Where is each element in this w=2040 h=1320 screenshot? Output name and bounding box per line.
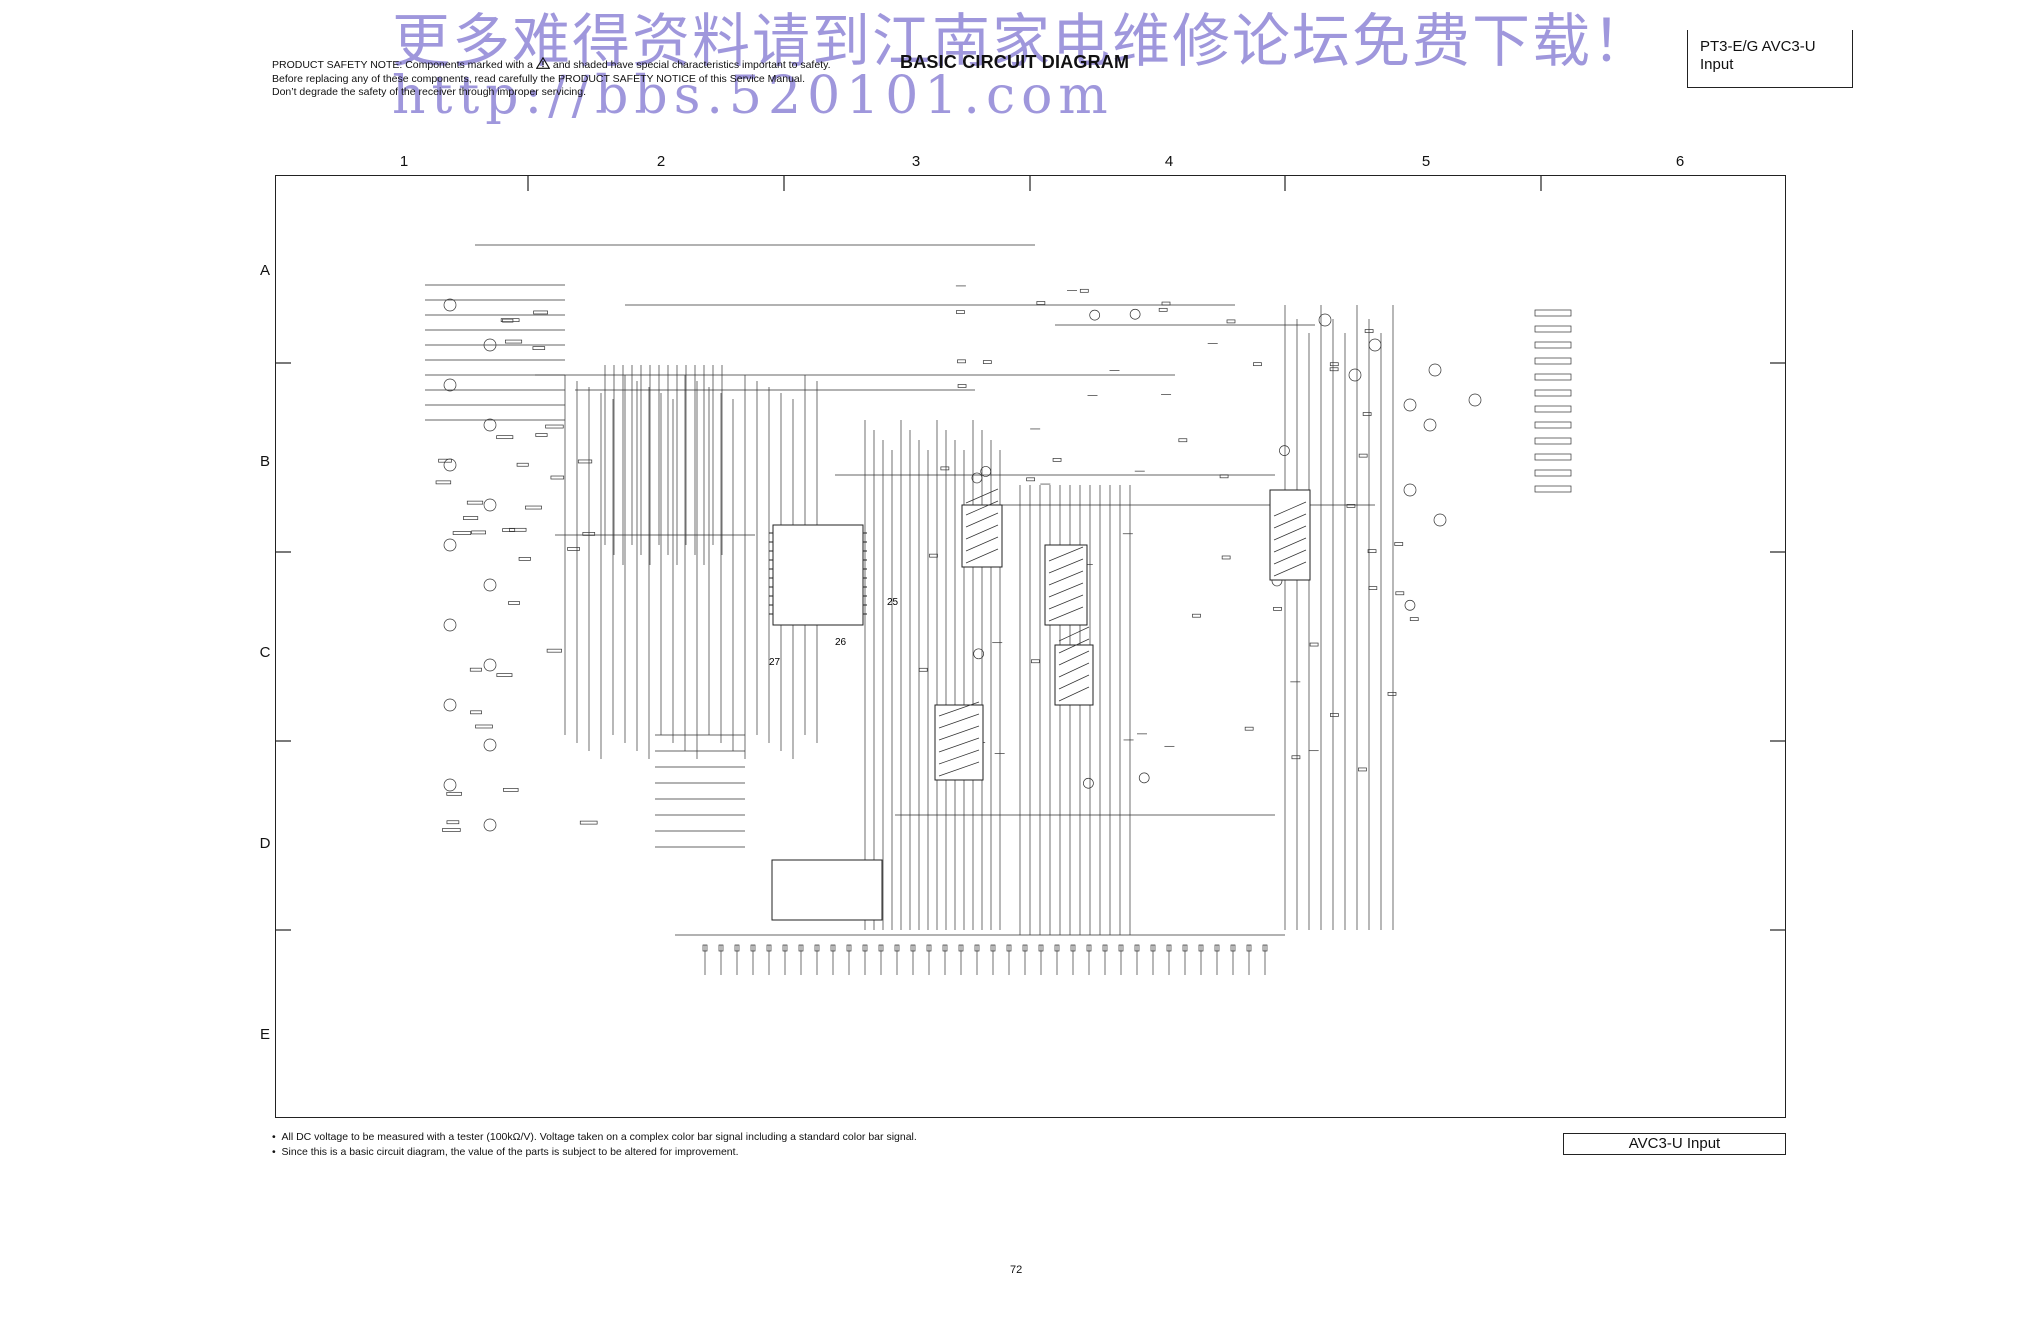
board-label: AVC3-U Input bbox=[1563, 1133, 1786, 1155]
grid-row-d: D bbox=[259, 835, 271, 852]
model-info-box: PT3-E/G AVC3-U Input bbox=[1687, 30, 1853, 88]
footnote-item: • All DC voltage to be measured with a t… bbox=[272, 1131, 917, 1143]
safety-note-text: and shaded have special characteristics … bbox=[272, 59, 831, 98]
page-number: 72 bbox=[1010, 1264, 1023, 1276]
grid-column-5: 5 bbox=[1421, 153, 1431, 170]
schematic-wiring bbox=[425, 244, 1394, 936]
grid-row-c: C bbox=[259, 644, 271, 661]
grid-column-2: 2 bbox=[656, 153, 666, 170]
grid-column-6: 6 bbox=[1675, 153, 1685, 170]
ic-yc-separation bbox=[771, 859, 883, 921]
footnotes: • All DC voltage to be measured with a t… bbox=[272, 1130, 917, 1160]
grid-row-e: E bbox=[259, 1026, 270, 1043]
product-safety-note: PRODUCT SAFETY NOTE: Components marked w… bbox=[272, 56, 832, 100]
watermark-chinese-text: 更多难得资料请到江南家电维修论坛免费下载！ bbox=[392, 7, 1653, 75]
schematic-components bbox=[435, 285, 1572, 975]
grid-column-4: 4 bbox=[1164, 153, 1174, 170]
model-name: PT3-E/G AVC3-U bbox=[1700, 38, 1816, 55]
watermark-url: http://bbs.520101.com bbox=[392, 66, 1114, 126]
circuit-schematic: 25 26 27 bbox=[275, 175, 1786, 975]
section-name: Input bbox=[1700, 56, 1734, 73]
footnote-item: • Since this is a basic circuit diagram,… bbox=[272, 1146, 739, 1158]
grid-row-a: A bbox=[259, 262, 270, 279]
grid-column-1: 1 bbox=[399, 153, 409, 170]
safety-note-prefix: PRODUCT SAFETY NOTE: Components marked w… bbox=[272, 59, 534, 71]
test-point-26: 26 bbox=[835, 637, 847, 648]
grid-row-b: B bbox=[259, 453, 270, 470]
test-point-27: 27 bbox=[769, 657, 781, 668]
warning-triangle-icon bbox=[535, 56, 551, 69]
grid-column-3: 3 bbox=[911, 153, 921, 170]
grid-ticks bbox=[275, 175, 1786, 931]
test-point-25: 25 bbox=[887, 597, 899, 608]
page-title: BASIC CIRCUIT DIAGRAM bbox=[900, 52, 1130, 72]
ic-av-selector bbox=[769, 524, 867, 626]
